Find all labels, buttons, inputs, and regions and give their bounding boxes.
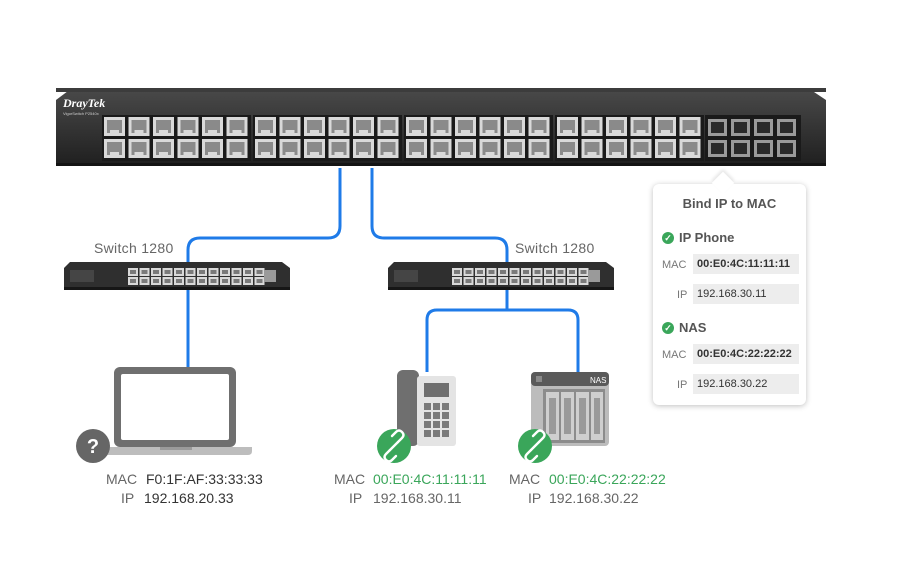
phone-key	[442, 403, 449, 410]
cable-main-to-switch-left	[186, 168, 342, 262]
nas-mac-key: MAC	[509, 471, 541, 487]
phone-key	[424, 430, 431, 437]
bind-ip-to-mac-panel: Bind IP to MAC ✓ IP Phone MAC 00:E0:4C:1…	[653, 184, 806, 405]
phone-mac-key: MAC	[334, 471, 366, 487]
nas-mac: 00:E0:4C:22:22:22	[549, 471, 666, 487]
laptop-mac: F0:1F:AF:33:33:33	[146, 471, 263, 487]
ip-phone-icon	[397, 370, 456, 446]
check-icon: ✓	[662, 232, 674, 244]
bind-panel-title: Bind IP to MAC	[682, 196, 777, 211]
main-switch: DrayTek VigorSwitch P2540x	[56, 88, 826, 166]
main-switch-model: VigorSwitch P2540x	[63, 111, 99, 116]
svg-text:?: ?	[87, 436, 99, 458]
nas-label: NAS	[590, 376, 606, 385]
switch-1280-right	[388, 262, 614, 290]
ip-phone-link-badge	[377, 429, 411, 463]
phone-ip-key: IP	[349, 490, 363, 506]
phone-key	[433, 412, 440, 419]
cable-switch-right-to-phone	[425, 308, 507, 372]
bind-entry-nas-mac: 00:E0:4C:22:22:22	[693, 344, 799, 364]
check-icon: ✓	[662, 322, 674, 334]
nas-ip: 192.168.30.22	[549, 490, 639, 506]
phone-key	[433, 421, 440, 428]
phone-key	[424, 403, 431, 410]
phone-key	[424, 412, 431, 419]
phone-key	[424, 421, 431, 428]
bind-entry-nas-name: NAS	[679, 320, 707, 335]
laptop-icon	[100, 367, 252, 455]
phone-mac: 00:E0:4C:11:11:11	[373, 471, 487, 487]
phone-ip: 192.168.30.11	[373, 490, 462, 506]
main-switch-ports	[102, 115, 704, 161]
phone-key	[433, 430, 440, 437]
nas-ip-key: IP	[528, 490, 542, 506]
cable-switch-right-to-nas	[507, 308, 580, 372]
laptop-ip-key: IP	[121, 490, 135, 506]
bind-entry-ip-phone-ip-key: IP	[677, 289, 688, 301]
bind-entry-nas-mac-key: MAC	[662, 349, 687, 361]
laptop-ip: 192.168.20.33	[144, 490, 234, 506]
switch-1280-left	[64, 262, 290, 290]
cable-main-to-switch-right	[370, 168, 509, 262]
phone-key	[433, 403, 440, 410]
switch-left-label: Switch 1280	[94, 240, 174, 256]
phone-key	[442, 412, 449, 419]
sfp-port	[588, 270, 600, 282]
nas-link-badge	[518, 429, 552, 463]
unknown-device-badge: ?	[76, 429, 110, 463]
phone-key	[442, 430, 449, 437]
bind-entry-nas-ip: 192.168.30.22	[693, 374, 799, 394]
bind-entry-ip-phone-ip: 192.168.30.11	[693, 284, 799, 304]
phone-key	[442, 421, 449, 428]
main-switch-sfp-ports	[705, 115, 801, 161]
nas-icon: NAS	[531, 372, 609, 446]
sfp-port	[264, 270, 276, 282]
bind-entry-ip-phone-mac: 00:E0:4C:11:11:11	[693, 254, 799, 274]
bind-entry-ip-phone-mac-key: MAC	[662, 259, 687, 271]
network-cables	[186, 168, 580, 372]
laptop-mac-key: MAC	[106, 471, 138, 487]
bind-entry-ip-phone-name: IP Phone	[679, 230, 735, 245]
switch-right-label: Switch 1280	[515, 240, 595, 256]
bind-entry-nas-ip-key: IP	[677, 379, 688, 391]
main-switch-brand: DrayTek	[62, 96, 105, 110]
